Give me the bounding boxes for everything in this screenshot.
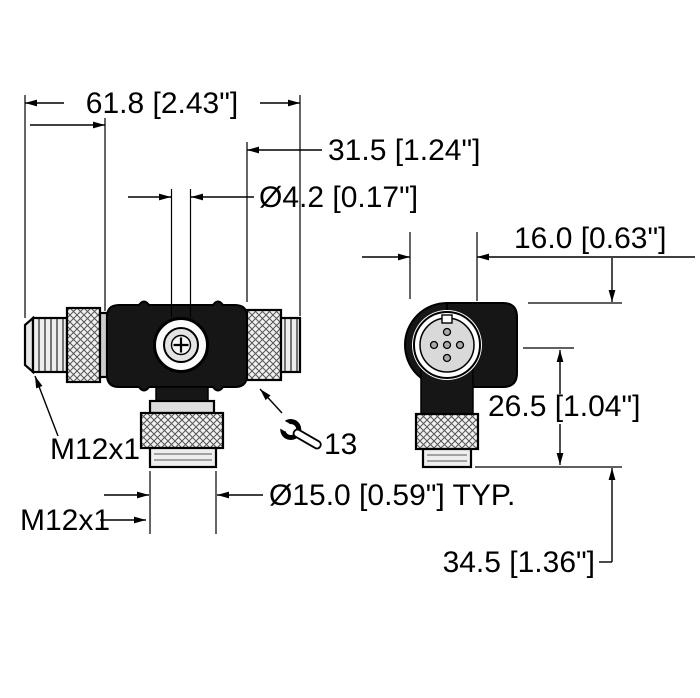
dim-overall-width: 61.8 [2.43"] bbox=[24, 87, 301, 318]
pin-center bbox=[442, 340, 452, 350]
dim-center-height-label: 26.5 [1.04"] bbox=[488, 390, 640, 423]
right-thread bbox=[279, 316, 302, 374]
thread-bottom-label: M12x1 bbox=[20, 504, 110, 537]
dim-body-width: 31.5 [1.24"] bbox=[30, 118, 480, 311]
wrench-jaw-gap bbox=[275, 418, 290, 432]
pin-top bbox=[442, 327, 452, 337]
center-screw-boss bbox=[153, 317, 209, 373]
wrench-icon bbox=[275, 418, 322, 450]
bottom-neck bbox=[155, 386, 209, 402]
side-tip-thread-lines bbox=[427, 454, 467, 462]
dim-nut-diameter-label: Ø15.0 [0.59"] TYP. bbox=[269, 479, 515, 512]
left-knurled-ring bbox=[65, 306, 102, 384]
dim-head-depth-label: 16.0 [0.63"] bbox=[514, 222, 666, 255]
dim-overall-height-label: 34.5 [1.36"] bbox=[443, 546, 595, 579]
pin-right bbox=[455, 340, 465, 350]
side-view bbox=[404, 302, 518, 469]
pin-bottom bbox=[442, 353, 452, 363]
dim-overall-width-label: 61.8 [2.43"] bbox=[86, 87, 238, 120]
dim-body-width-label: 31.5 [1.24"] bbox=[328, 134, 480, 167]
left-connector-tip bbox=[23, 315, 35, 375]
dim-nut-diameter: Ø15.0 [0.59"] TYP. bbox=[104, 471, 515, 534]
left-connector-thread bbox=[31, 316, 69, 374]
label-thread-side: M12x1 bbox=[34, 375, 140, 466]
dim-hole-diameter: Ø4.2 [0.17"] bbox=[128, 181, 418, 317]
wrench-size-label: 13 bbox=[324, 428, 357, 461]
side-face bbox=[412, 310, 482, 380]
right-coupling-nut bbox=[245, 308, 283, 382]
leader-line bbox=[34, 375, 59, 437]
face-thin-ring bbox=[413, 311, 481, 379]
cross-slot-icon bbox=[173, 337, 189, 353]
pin-left bbox=[429, 340, 439, 350]
pin-holes bbox=[429, 327, 465, 363]
thread-side-label: M12x1 bbox=[50, 433, 140, 466]
wrench-annotation: 13 bbox=[259, 388, 357, 461]
bottom-tip bbox=[148, 446, 218, 469]
keyway-notch bbox=[441, 314, 453, 324]
front-view bbox=[23, 300, 302, 469]
wrench-handle bbox=[292, 428, 322, 450]
bottom-washer bbox=[148, 399, 216, 415]
bottom-tip-thread-lines bbox=[154, 453, 212, 461]
leader-line bbox=[259, 388, 283, 414]
dim-center-height: 26.5 [1.04"] bbox=[488, 347, 640, 465]
dim-head-depth: 16.0 [0.63"] bbox=[362, 222, 695, 301]
bottom-coupling-nut bbox=[139, 411, 225, 450]
dim-overall-height: 34.5 [1.36"] bbox=[443, 258, 622, 579]
label-thread-bottom: M12x1 bbox=[20, 504, 146, 537]
side-coupling-nut bbox=[414, 412, 480, 451]
side-tip bbox=[421, 447, 473, 469]
left-washer bbox=[98, 311, 109, 379]
dim-hole-diameter-label: Ø4.2 [0.17"] bbox=[259, 181, 418, 214]
